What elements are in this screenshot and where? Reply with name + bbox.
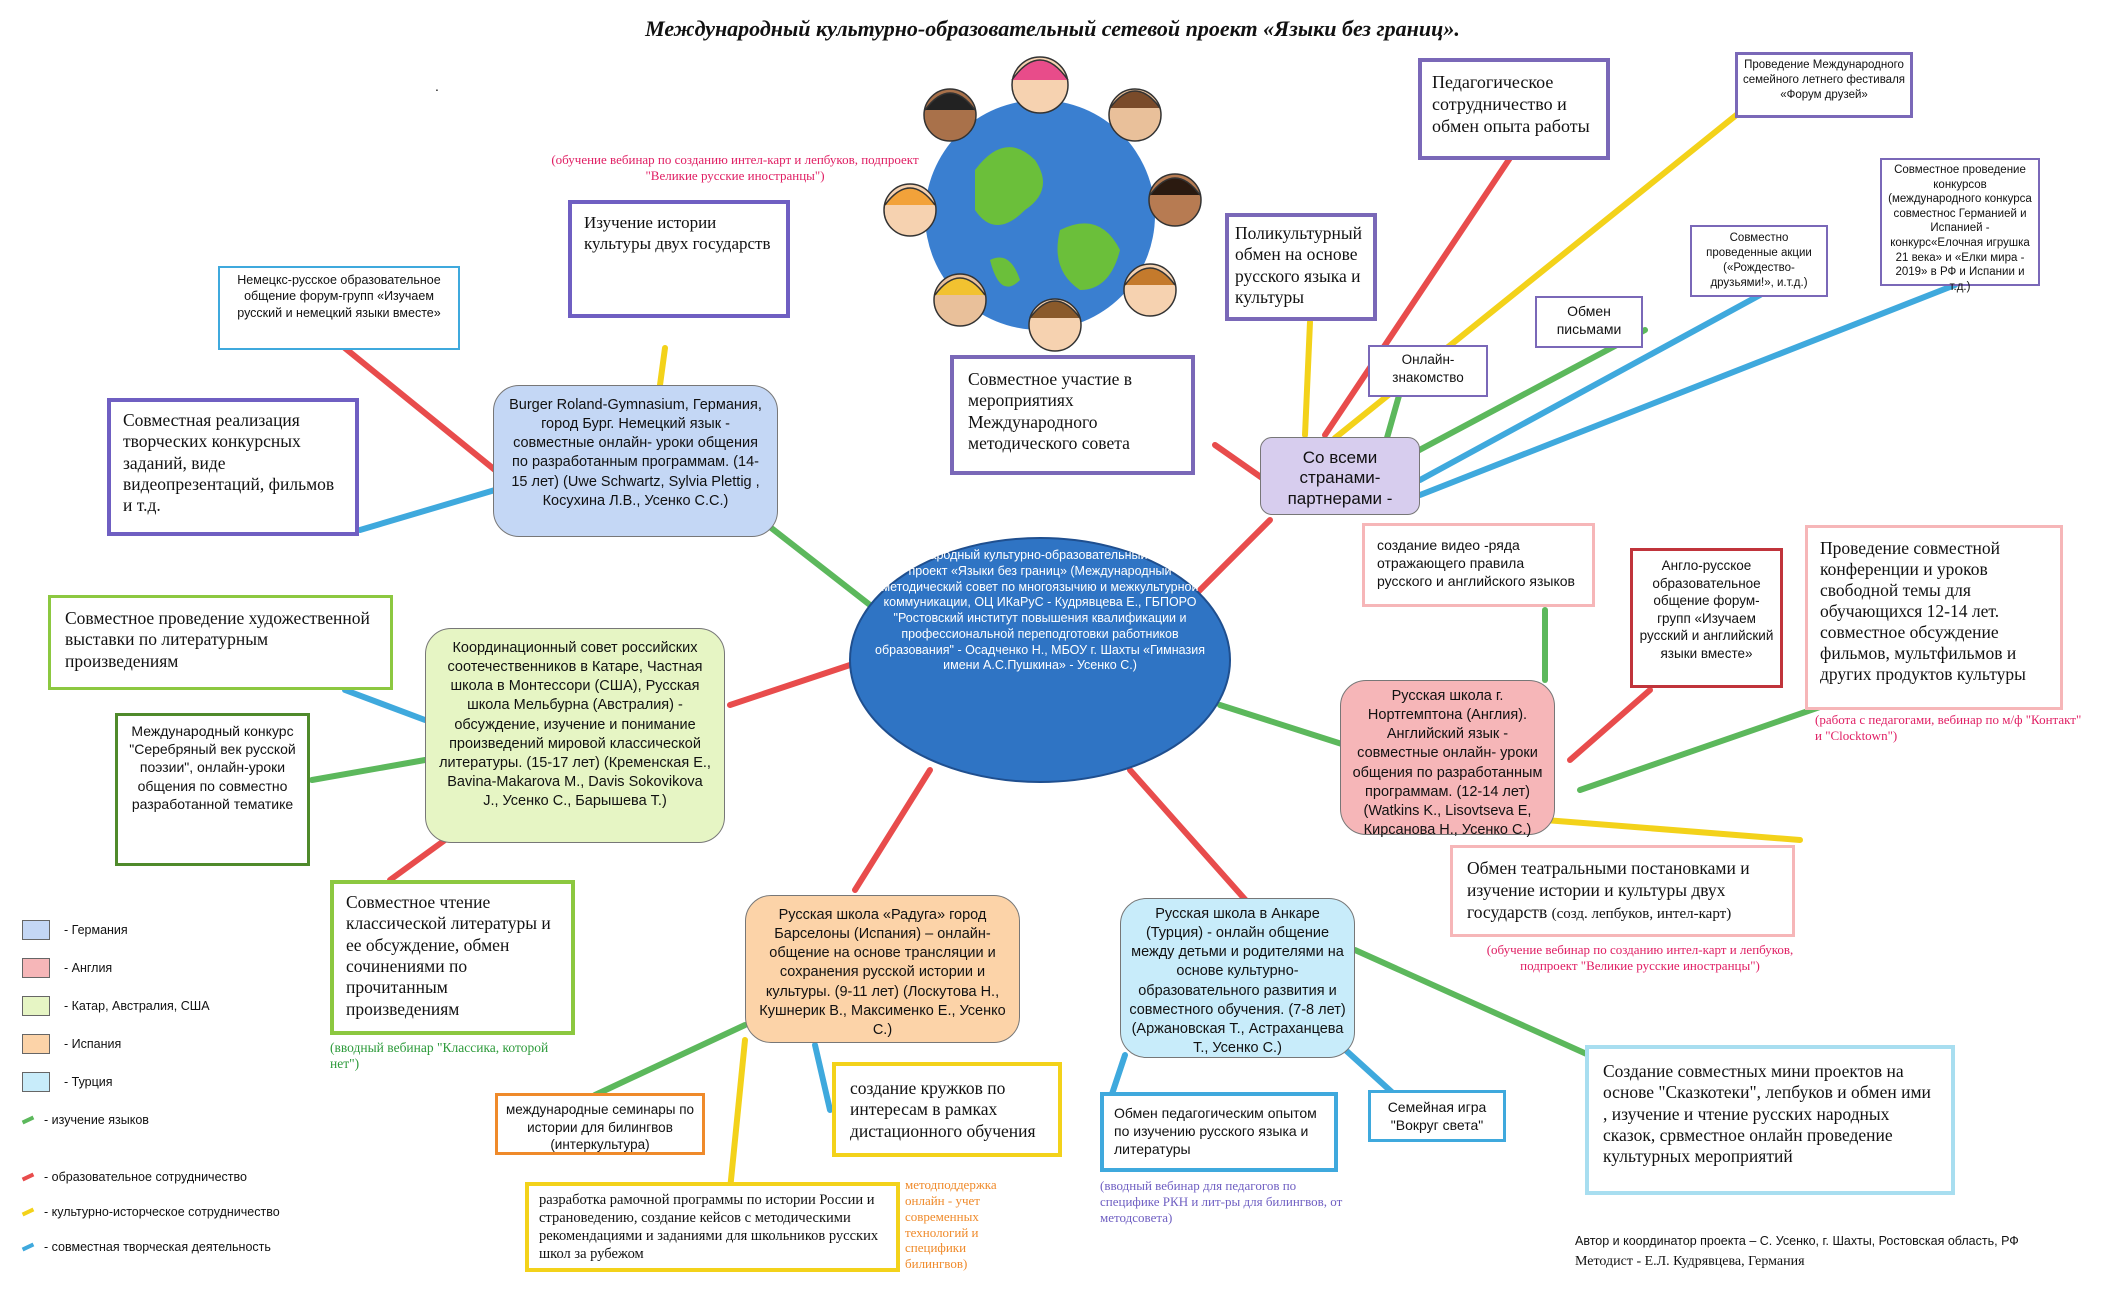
stray-dot: . [435, 78, 439, 94]
legend-creative: - совместная творческая деятельность [21, 1240, 271, 1254]
legend-england: - Англия [22, 958, 112, 978]
children-around-globe-icon [883, 56, 1202, 352]
line-all-letters [1407, 327, 1648, 458]
line-center-qatar [727, 662, 853, 708]
legend-language: - изучение языков [21, 1113, 149, 1127]
author-line-2: Методист - Е.Л. Кудрявцева, Германия [1575, 1253, 1805, 1269]
line-qatar-silverage [309, 757, 428, 783]
box-exhibition: Совместное проведение художественной выс… [48, 595, 393, 690]
box-contests2: Совместное проведение конкурсов (междуна… [1880, 158, 2040, 293]
conference-note: (работа с педагогами, вебинар по м/ф "Ко… [1815, 712, 2082, 743]
box-en-forum: Англо-русское образовательное общение фо… [1630, 548, 1783, 688]
box-program: разработка рамочной программы по истории… [525, 1182, 900, 1272]
line-spain-program [727, 1037, 748, 1193]
line-center-all [1187, 517, 1273, 603]
center-ellipse-shape [849, 537, 1231, 783]
node-qatar: Координационный совет российских соотече… [425, 628, 725, 843]
program-note: методподдержка онлайн - учет современных… [905, 1177, 997, 1272]
legend-turkey: - Турция [22, 1072, 113, 1092]
box-methodical: Совместное участие в мероприятиях Междун… [950, 355, 1195, 475]
line-england-conference [1577, 697, 1843, 793]
box-seminars: международные семинары по истории для би… [495, 1093, 705, 1155]
box-pedagogical: Педагогическое сотрудничество и обмен оп… [1418, 58, 1610, 160]
author-block: Автор и координатор проекта – С. Усенко,… [1575, 1232, 2095, 1272]
line-all-pedagogical [1322, 155, 1513, 438]
reading-note: (вводный вебинар "Классика, которой нет"… [330, 1040, 549, 1072]
line-all-polycultural [1302, 319, 1313, 438]
line-all-onlinemeet [1382, 389, 1403, 448]
author-line-1: Автор и координатор проекта – С. Усенко,… [1575, 1234, 2019, 1248]
line-all-actions [1417, 292, 1763, 483]
box-festival: Проведение Международного семейного летн… [1735, 52, 1913, 118]
box-video: создание видео -ряда отражающего правила… [1362, 523, 1595, 607]
line-all-contests2 [1417, 282, 1958, 498]
box-actions: Совместно проведенные акции («Рождество-… [1690, 225, 1828, 297]
legend-cultural: - культурно-исторческое сотрудничество [21, 1205, 280, 1219]
box-circles: создание кружков по интересам в рамках д… [832, 1062, 1062, 1157]
line-england-theatre [1542, 817, 1803, 843]
node-germany: Burger Roland-Gymnasium, Германия, город… [493, 385, 778, 537]
line-center-germany [767, 524, 873, 608]
box-silver-age: Международный конкурс "Серебряный век ру… [115, 713, 310, 866]
box-de-forum: Немецкс-русское образовательное общение … [218, 266, 460, 350]
box-contests: Совместная реализация творческих конкурс… [107, 398, 359, 536]
line-england-enforum [1567, 687, 1653, 763]
line-qatar-reading [387, 837, 448, 883]
theatre-small: (созд. лепбуков, интел-карт) [1551, 905, 1732, 922]
box-mini-projects: Создание совместных мини проектов на осн… [1585, 1045, 1955, 1195]
box-theatre: Обмен театральными постановками и изучен… [1450, 845, 1795, 937]
node-england: Русская школа г. Нортгемптона (Англия). … [1340, 680, 1555, 838]
line-germany-deforum [332, 337, 498, 473]
box-ped-exchange: Обмен педагогическим опытом по изучению … [1100, 1092, 1338, 1172]
box-conference: Проведение совместной конференции и урок… [1805, 525, 2063, 710]
legend-germany: - Германия [22, 920, 128, 940]
line-qatar-exhibition [342, 687, 428, 723]
line-center-turkey [1127, 767, 1253, 908]
center-text: Международный культурно-образовательный … [875, 548, 1205, 673]
theatre-note: (обучение вебинар по созданию интел-карт… [1486, 942, 1794, 973]
line-spain-circles [812, 1042, 833, 1113]
line-germany-history [657, 345, 668, 388]
line-center-england [1217, 702, 1348, 748]
legend-educational: - образовательное сотрудничество [21, 1170, 247, 1184]
line-spain-seminars [592, 1022, 748, 1098]
line-all-methodical [1212, 442, 1268, 483]
history-note: (обучение вебинар по созданию интел-карт… [551, 152, 919, 183]
box-reading: Совместное чтение классической литератур… [330, 880, 575, 1035]
page-title: Международный культурно-образовательный … [645, 16, 1460, 41]
legend-qatar: - Катар, Австралия, США [22, 996, 210, 1016]
box-history: Изучение истории культуры двух государст… [568, 200, 790, 318]
line-center-spain [852, 767, 933, 893]
line-turkey-game [1337, 1042, 1398, 1098]
line-turkey-mini [1352, 947, 1603, 1063]
box-polycultural: Поликультурный обмен на основе русского … [1225, 213, 1377, 321]
node-turkey: Русская школа в Анкаре (Турция) - онлайн… [1120, 898, 1355, 1058]
ped-note: (вводный вебинар для педагогов по специф… [1100, 1178, 1343, 1225]
box-online-meet: Онлайн-знакомство [1368, 345, 1488, 397]
node-spain: Русская школа «Радуга» город Барселоны (… [745, 895, 1020, 1043]
box-letters: Обмен письмами [1535, 296, 1643, 348]
legend-spain: - Испания [22, 1034, 121, 1054]
theatre-text: Обмен театральными постановками и изучен… [1467, 858, 1750, 922]
line-germany-contests [357, 487, 498, 533]
node-all-partners: Со всеми странами-партнерами - [1260, 437, 1420, 515]
box-game: Семейная игра "Вокруг света" [1368, 1090, 1506, 1142]
